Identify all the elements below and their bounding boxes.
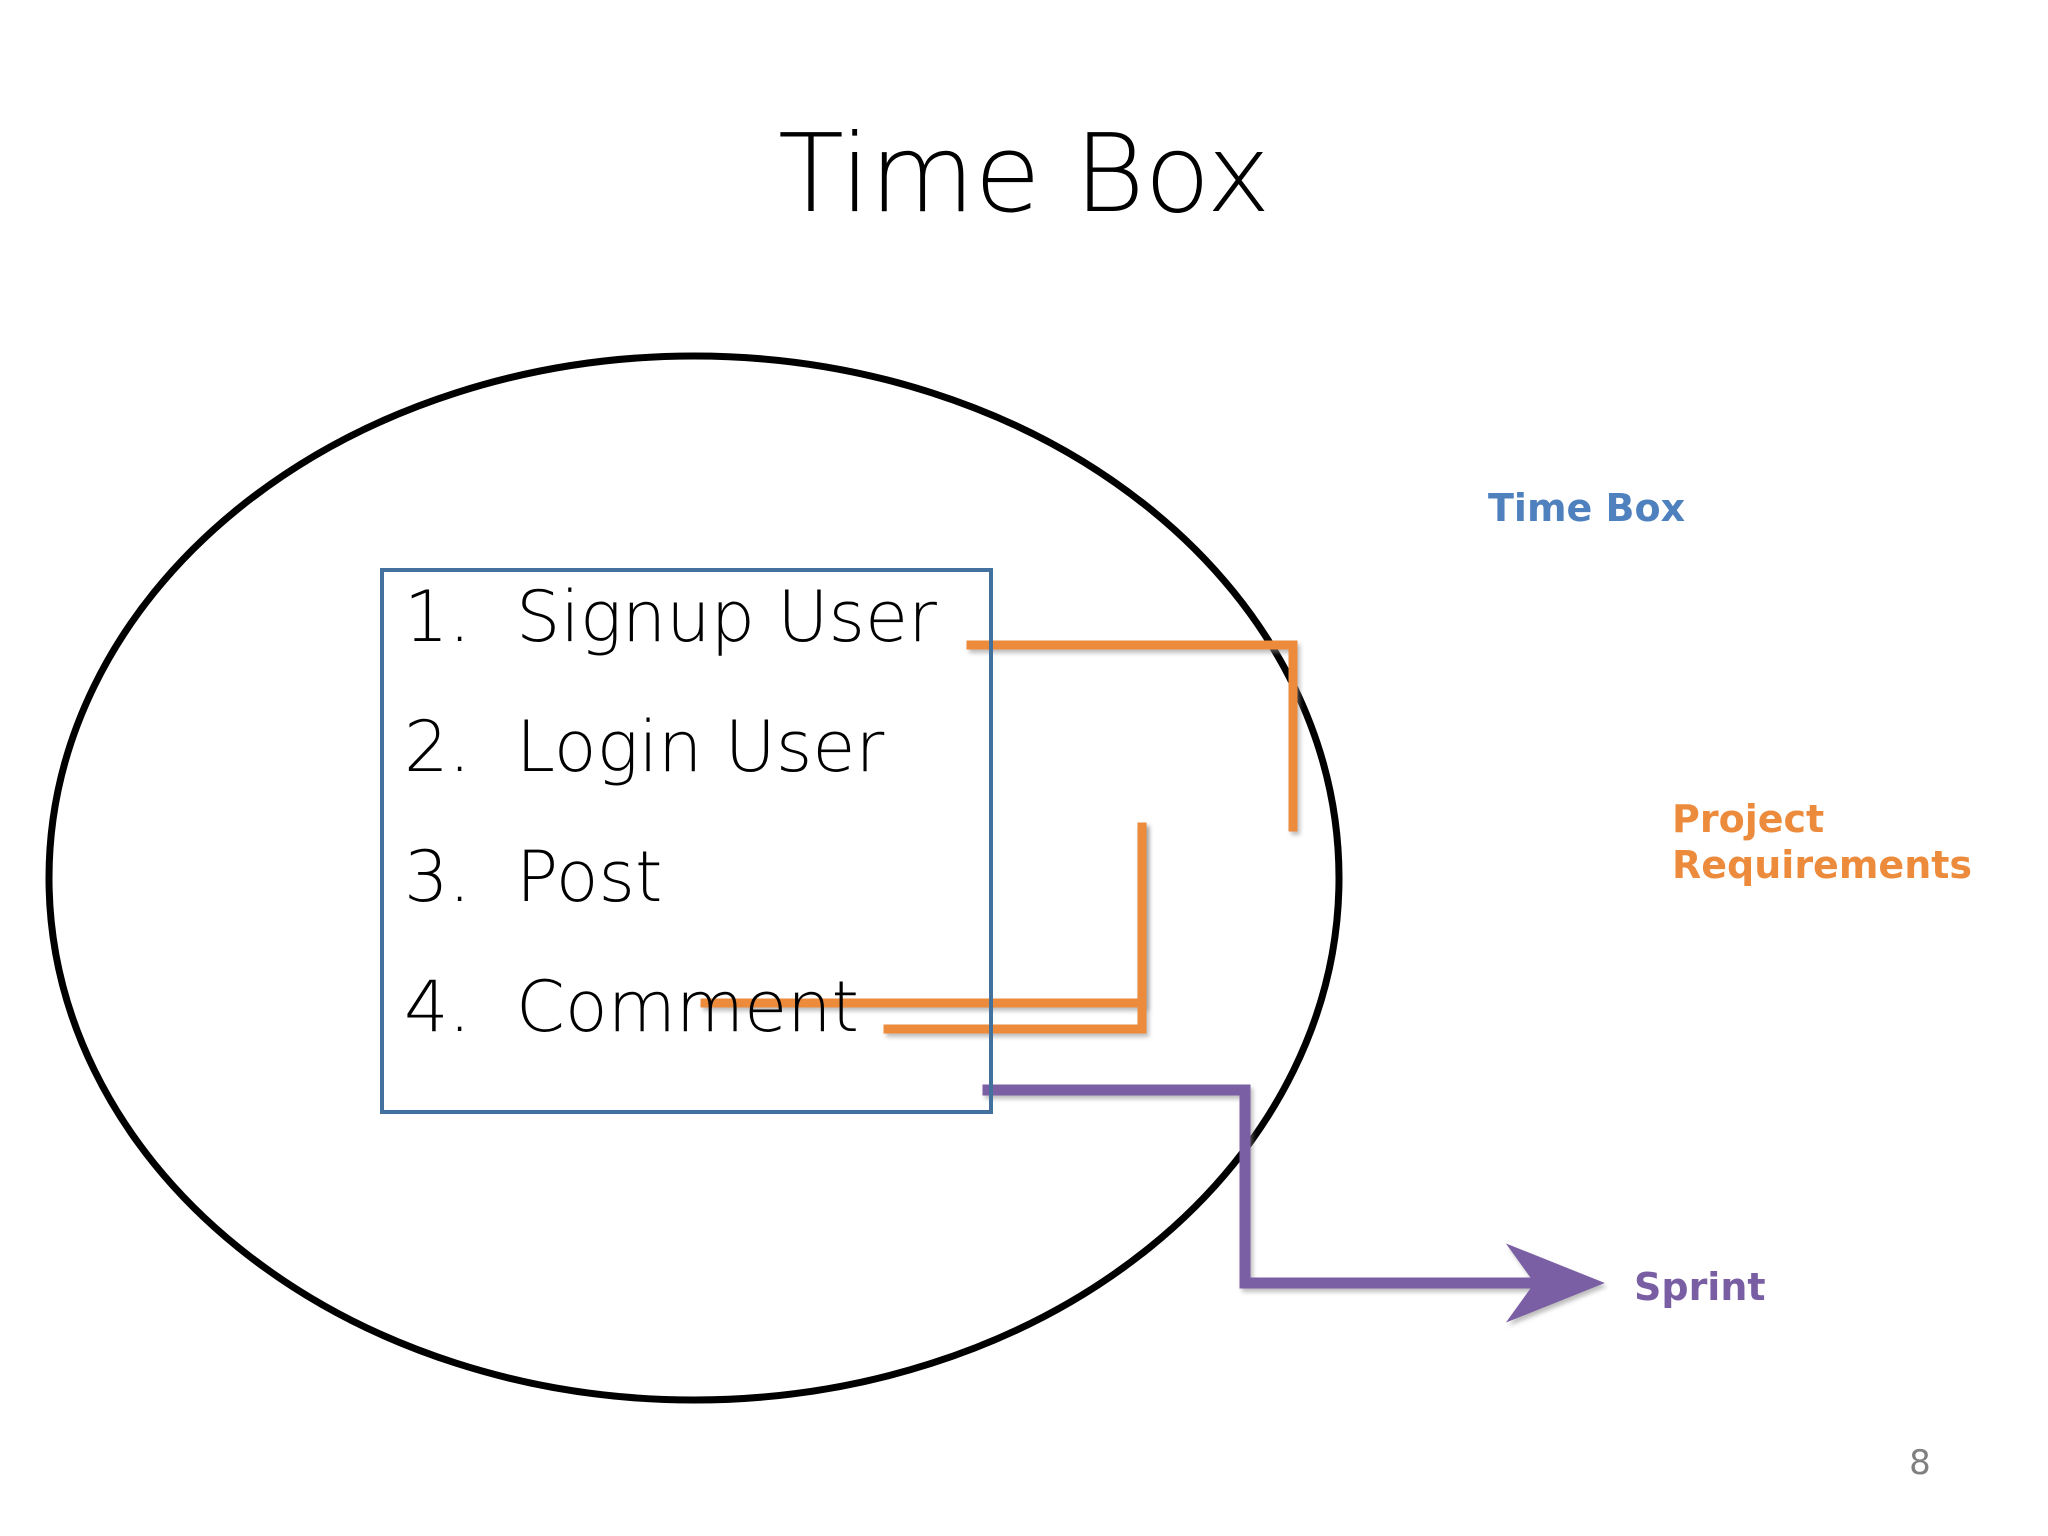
list-item-number: 4. bbox=[404, 966, 471, 1048]
list-item: 1. Signup User bbox=[404, 582, 1004, 652]
connector-comment bbox=[883, 822, 1147, 1034]
list-item-label: Signup User bbox=[516, 576, 937, 658]
page-number: 8 bbox=[1909, 1443, 1931, 1483]
legend-label-sprint: Sprint bbox=[1634, 1265, 1766, 1309]
list-item-label: Comment bbox=[516, 966, 859, 1048]
product-backlog-list: 1. Signup User 2. Login User 3. Post 4. … bbox=[404, 582, 1004, 1102]
list-item: 3. Post bbox=[404, 842, 1004, 912]
time-box-ellipse bbox=[45, 352, 1343, 1404]
product-backlog-box bbox=[380, 568, 993, 1114]
connector-signup-user bbox=[966, 640, 1298, 832]
page-title: Time Box bbox=[777, 112, 1271, 237]
list-item-number: 1. bbox=[404, 576, 471, 658]
list-item-number: 3. bbox=[404, 836, 471, 918]
list-item-label: Login User bbox=[516, 706, 885, 788]
list-item-label: Post bbox=[516, 836, 663, 918]
list-item: 4. Comment bbox=[404, 972, 1004, 1042]
legend-label-time-box: Time Box bbox=[1488, 486, 1686, 530]
list-item-number: 2. bbox=[404, 706, 471, 788]
legend-label-project-requirements: Project Requirements bbox=[1672, 797, 1973, 888]
connector-sprint bbox=[982, 1084, 1605, 1323]
list-item: 2. Login User bbox=[404, 712, 1004, 782]
